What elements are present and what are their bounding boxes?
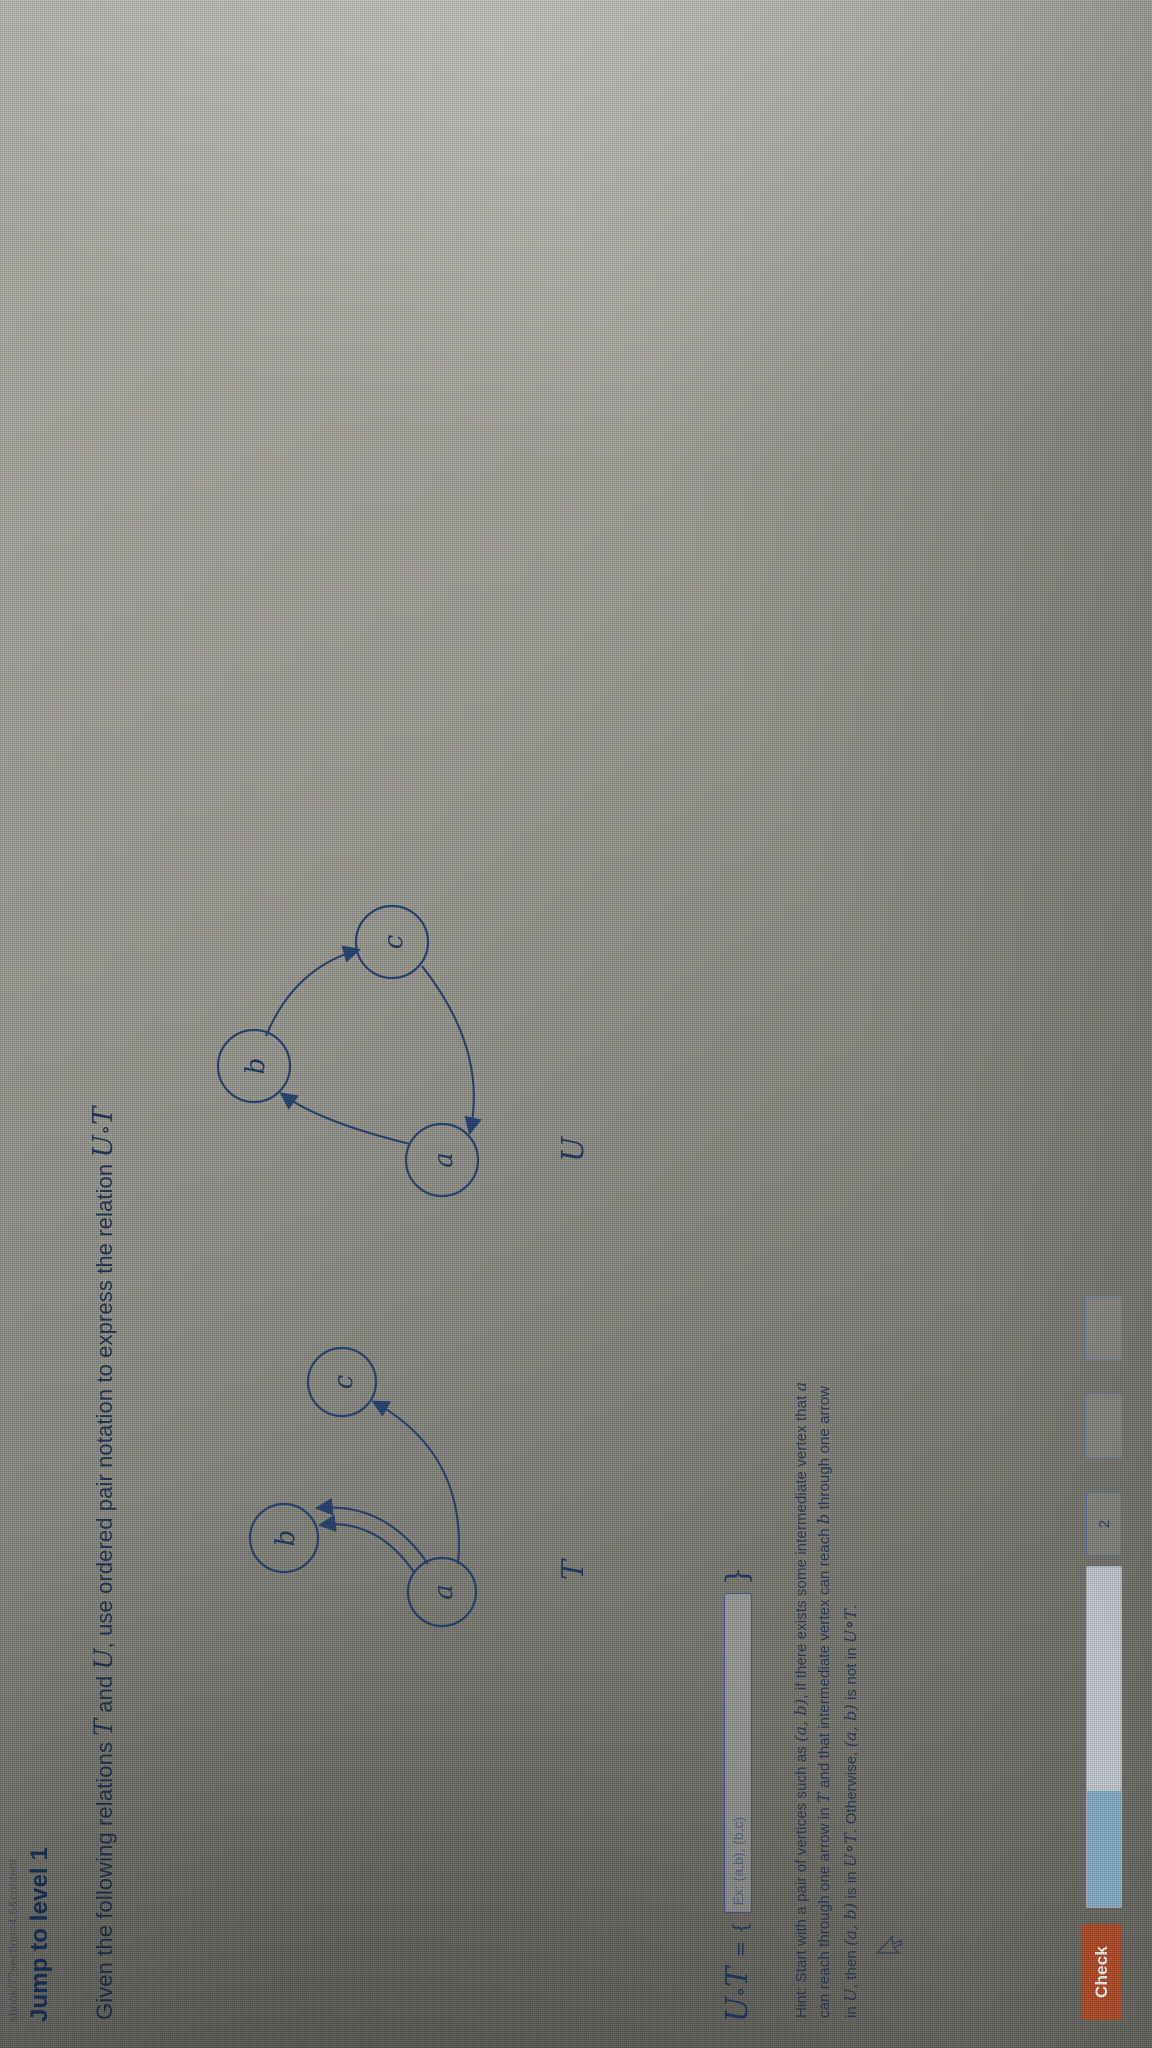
hint-l1-c: a bbox=[791, 1381, 810, 1392]
vertex-label-U-c: c bbox=[379, 934, 409, 949]
prompt-relation-T: T bbox=[88, 1106, 119, 1125]
graph-label-U: U bbox=[556, 1136, 591, 1162]
answer-compose-icon: ∘ bbox=[728, 1986, 752, 1997]
mouse-cursor-icon bbox=[875, 1932, 911, 1954]
answer-U: U bbox=[720, 1996, 755, 2022]
hint-l1-b: , if there exists some intermediate vert… bbox=[793, 1391, 810, 1699]
vertex-U-a bbox=[404, 1122, 480, 1198]
hint-l3-U: U bbox=[841, 1853, 861, 1868]
hint-l2-pair: (a, b) bbox=[841, 1902, 861, 1946]
graph-T: a b c bbox=[190, 1340, 550, 1650]
edge-T-a-c bbox=[371, 1400, 460, 1565]
edge-T-a-b bbox=[317, 1514, 415, 1573]
edge-U-a-b bbox=[279, 1092, 411, 1146]
step-box-3[interactable] bbox=[1086, 1394, 1122, 1458]
edge-T-b-a bbox=[314, 1497, 429, 1565]
hint-l3-T: T bbox=[841, 1832, 861, 1844]
hint-l3-pair: (a, b) bbox=[841, 1704, 861, 1748]
step-box-4[interactable] bbox=[1086, 1296, 1122, 1360]
vertex-label-T-c: c bbox=[329, 1374, 359, 1389]
answer-row: U∘T = { } bbox=[720, 1566, 755, 2022]
vertex-T-b bbox=[248, 1502, 320, 1574]
hint-l2-b: and that intermediate vertex can reach bbox=[815, 1523, 833, 1793]
hint-l3-U2: U bbox=[841, 1629, 861, 1644]
answer-expression: U∘T = { bbox=[720, 1921, 755, 2022]
vertex-label-T-a: a bbox=[429, 1584, 459, 1600]
hint-l1-a: Hint: Start with a pair of vertices such… bbox=[793, 1741, 810, 2018]
prompt-symbol-U: U bbox=[89, 1648, 118, 1670]
hint-l2-e: , then bbox=[843, 1945, 861, 1989]
answer-close-brace: } bbox=[720, 1566, 755, 1586]
vertex-U-c bbox=[354, 904, 430, 980]
vertex-U-b bbox=[216, 1028, 292, 1104]
prompt-relation-U: U bbox=[88, 1134, 119, 1158]
hint-l3-T2: T bbox=[841, 1608, 861, 1620]
prompt-compose-icon: ∘ bbox=[93, 1124, 117, 1135]
prompt-text-2: , use ordered pair notation to express t… bbox=[92, 1157, 117, 1649]
check-button[interactable]: Check bbox=[1082, 1924, 1122, 2020]
answer-equals-brace: = { bbox=[728, 1921, 752, 1958]
exercise-prompt: Given the following relations T and U, u… bbox=[88, 1107, 119, 2020]
vertex-T-c bbox=[306, 1346, 378, 1418]
edge-U-c-a bbox=[421, 965, 482, 1136]
hint-l2-T: T bbox=[813, 1792, 833, 1804]
hint-l3-c: . bbox=[843, 1604, 861, 1609]
graph-label-T: T bbox=[556, 1559, 591, 1580]
vertex-T-a bbox=[406, 1556, 478, 1628]
hint-l3-compose-icon: ∘ bbox=[837, 1843, 862, 1854]
edge-U-b-c bbox=[265, 945, 362, 1037]
hint-l3-a: . Otherwise, bbox=[843, 1747, 861, 1833]
hint-l2-a: through one arrow in bbox=[815, 1803, 833, 1947]
vertex-label-U-b: b bbox=[241, 1058, 271, 1075]
prompt-symbol-T: T bbox=[89, 1718, 118, 1736]
progress-bar bbox=[1086, 1566, 1122, 1908]
answer-T: T bbox=[720, 1966, 755, 1987]
graph-U: a b c bbox=[170, 904, 550, 1240]
hint-l2-c: b bbox=[813, 1513, 833, 1524]
page-title: Jump to level 1 bbox=[26, 1847, 53, 2022]
hint-l3-compose-icon-2: ∘ bbox=[837, 1619, 862, 1630]
progress-fill bbox=[1087, 1791, 1121, 1907]
hint-l1-d: can reach bbox=[815, 1951, 833, 2018]
hint-text: Hint: Start with a pair of vertices such… bbox=[790, 1378, 864, 2018]
vertex-label-T-b: b bbox=[271, 1530, 301, 1547]
step-box-2[interactable]: 2 bbox=[1086, 1492, 1122, 1556]
hint-l2-U: U bbox=[841, 1988, 861, 2002]
answer-input[interactable] bbox=[723, 1593, 752, 1914]
hint-l2-f: is in bbox=[843, 1871, 861, 1903]
prompt-text-and: and bbox=[92, 1669, 117, 1719]
vertex-label-U-a: a bbox=[429, 1152, 459, 1168]
hint-l1-pair: (a, b) bbox=[791, 1698, 810, 1742]
hint-l3-b: is not in bbox=[843, 1643, 861, 1705]
browser-url-partial: sbook/7?section=4.6&content bbox=[6, 1858, 20, 2022]
prompt-text-1: Given the following relations bbox=[92, 1735, 117, 2020]
